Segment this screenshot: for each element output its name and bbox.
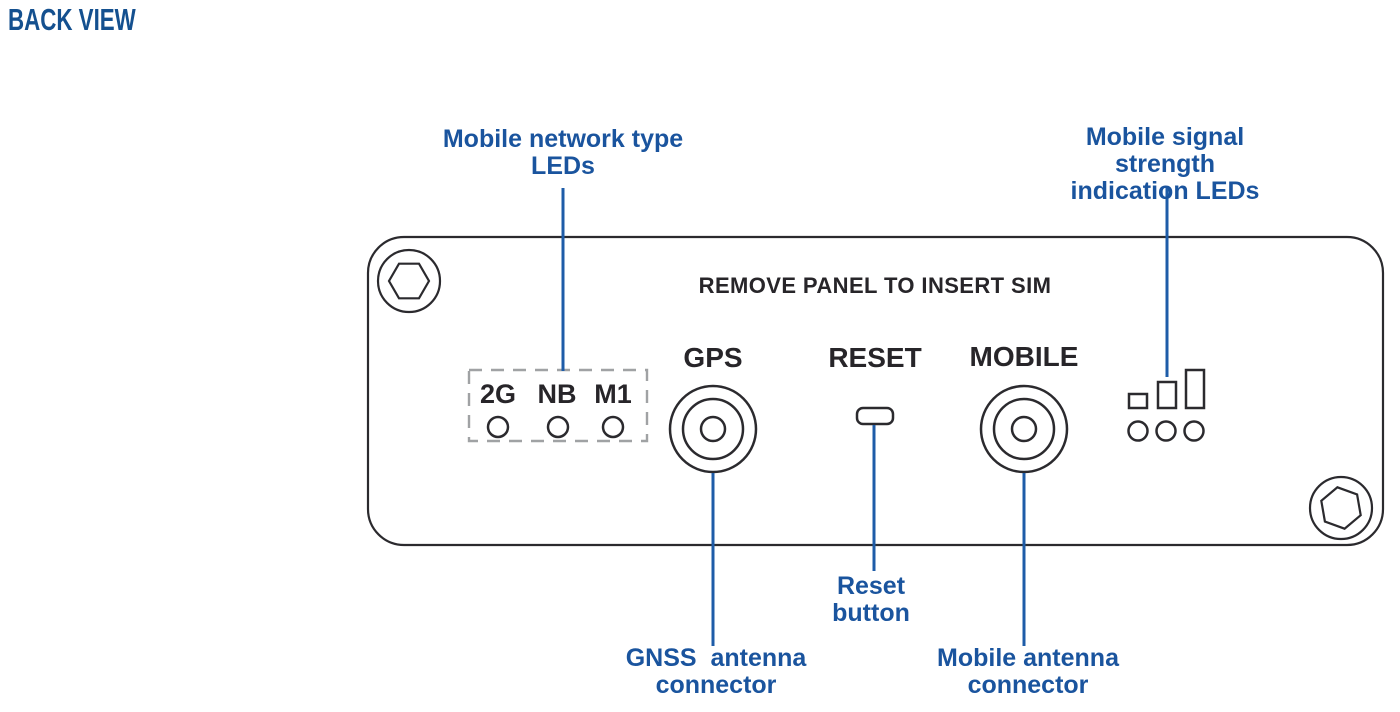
led-2g — [486, 415, 510, 439]
page-title: BACK VIEW — [8, 2, 136, 37]
network-leds-box — [467, 368, 649, 443]
sim-notice: REMOVE PANEL TO INSERT SIM — [698, 273, 1052, 298]
callout-network-type-leds: Mobile network type LEDs — [442, 125, 684, 180]
reset-port-label: RESET — [828, 342, 922, 373]
led-nb — [546, 415, 570, 439]
screw-icon — [1308, 475, 1374, 541]
led-label-m1: M1 — [594, 379, 632, 409]
signal-strength-leds — [1127, 420, 1205, 442]
led-m1 — [601, 415, 625, 439]
gps-port-label: GPS — [683, 342, 743, 373]
led-label-2g: 2G — [479, 379, 517, 409]
reset-button-hole — [855, 406, 895, 426]
callout-signal-strength-leds: Mobile signal strength indication LEDs — [1070, 123, 1260, 205]
signal-strength-bars-icon — [1127, 368, 1206, 410]
callout-reset-button: Reset button — [832, 572, 910, 627]
gps-connector-icon — [668, 384, 758, 474]
led-label-nb: NB — [537, 379, 577, 409]
network-led-indicators — [486, 415, 625, 439]
screw-icon — [376, 248, 442, 314]
callout-mobile-antenna-connector: Mobile antenna connector — [937, 644, 1119, 699]
callout-gnss-antenna-connector: GNSS antenna connector — [625, 644, 807, 699]
mobile-port-label: MOBILE — [969, 341, 1079, 372]
mobile-connector-icon — [979, 384, 1069, 474]
